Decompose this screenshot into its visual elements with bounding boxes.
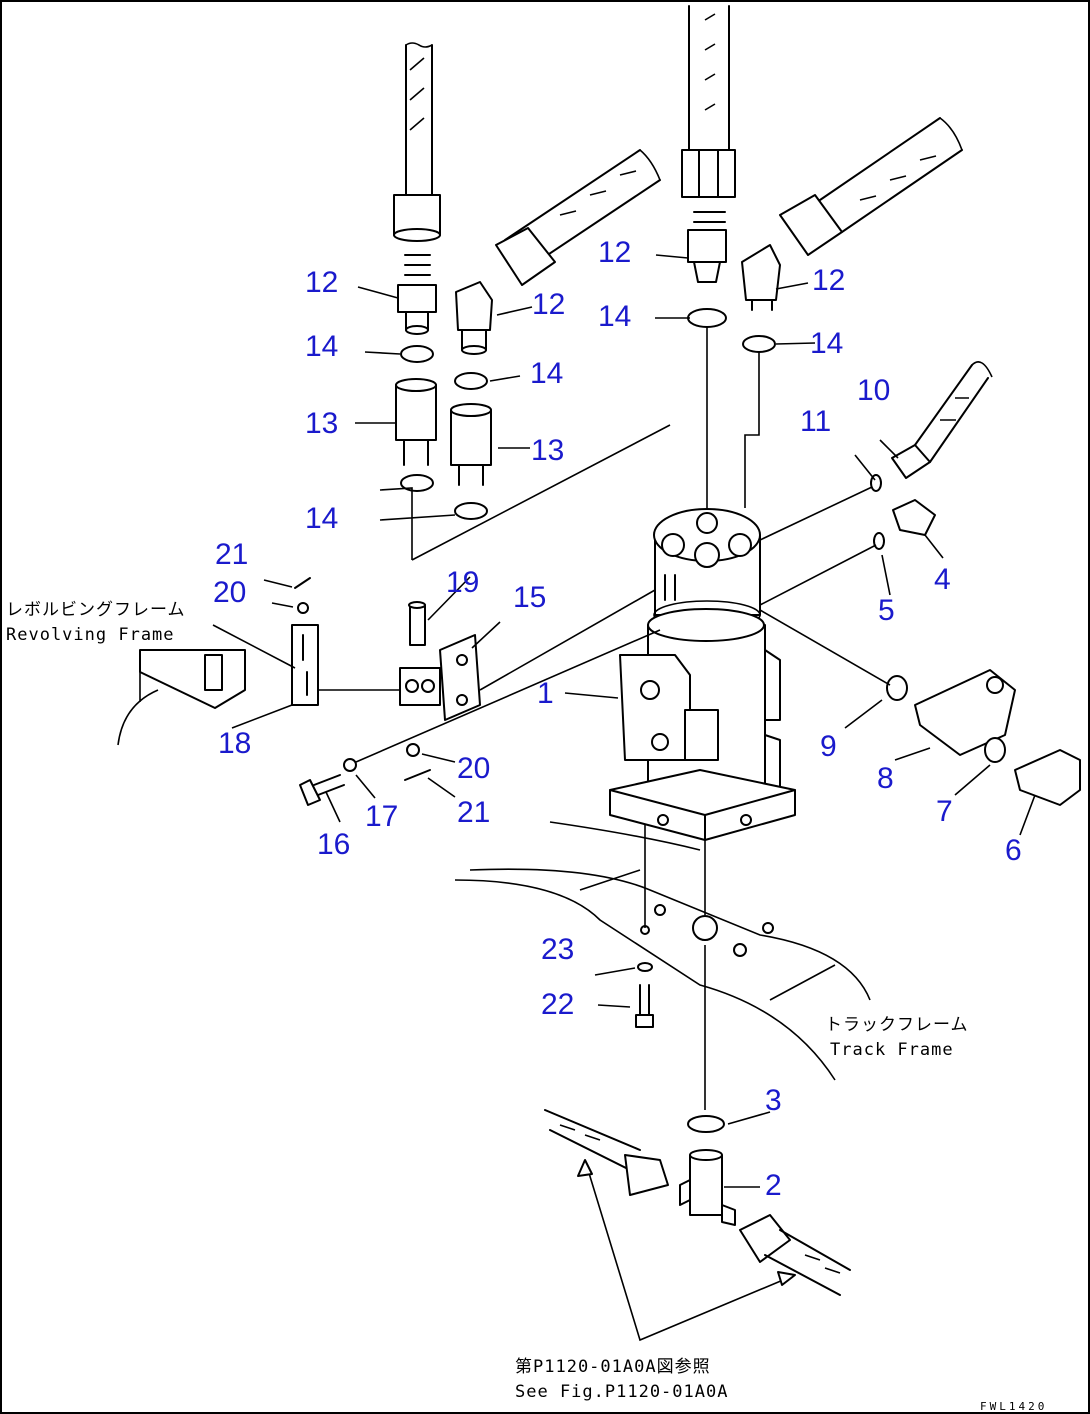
arrow-head-icon [577,1159,593,1177]
bracket-15 [399,634,481,721]
leader-lines [231,254,1036,1188]
callout-15: 15 [513,581,546,614]
callout-13: 13 [531,434,564,467]
o-ring-14-b [454,372,488,390]
callout-17: 17 [365,800,398,833]
callout-12: 12 [305,266,338,299]
callout-18: 18 [218,727,251,760]
elbow-fitting-12-left-b [455,281,493,355]
hose-upper-left [495,149,661,286]
track-frame-label-en: Track Frame [830,1040,954,1060]
elbow-6 [1014,749,1081,806]
o-ring-7 [984,737,1006,763]
left-hose-assembly [393,42,441,276]
washer-20-bottom [406,743,420,757]
lock-bar-18 [291,624,319,706]
guide-line [411,424,671,561]
callout-14: 14 [530,357,563,390]
see-figure-note-en: See Fig.P1120-01A0A [515,1382,728,1402]
guide-line [759,544,877,606]
callout-6: 6 [1005,834,1022,867]
center-swivel-joint [609,508,796,841]
callout-8: 8 [877,762,894,795]
callout-3: 3 [765,1084,782,1117]
callout-19: 19 [446,566,479,599]
revolving-frame-plate [117,649,246,746]
o-ring-3 [687,1115,725,1133]
guide-line [212,624,296,669]
hose-lower-left [544,1109,669,1196]
elbow-fitting-12-center [687,229,727,283]
washer-17 [343,758,357,772]
callout-10: 10 [857,374,890,407]
callout-12: 12 [532,288,565,321]
callout-12: 12 [598,236,631,269]
hose-upper-right [779,117,963,256]
callout-22: 22 [541,988,574,1021]
callout-4: 4 [934,563,951,596]
callout-20: 20 [213,576,246,609]
o-ring-14-f [742,335,776,353]
o-ring-14-c [400,474,434,492]
bolt-16 [299,774,345,806]
callout-1: 1 [537,677,554,710]
reference-arrow-lines [584,1159,796,1342]
guide-line [759,486,873,541]
cotter-pin-21-top [294,577,311,589]
callout-11: 11 [800,405,831,438]
guide-line [379,487,456,560]
callout-12: 12 [812,264,845,297]
callout-14: 14 [598,300,631,333]
o-ring-14-d [454,502,488,520]
revolving-frame-label-en: Revolving Frame [6,625,175,645]
center-hose [681,5,736,223]
drawing-code: FWL1420 [980,1400,1047,1413]
guide-line [744,352,760,508]
see-figure-note-jp: 第P1120-01A0A図参照 [515,1357,711,1377]
washer-23 [637,962,653,972]
adapter-13-b [450,403,492,486]
revolving-frame-label-jp: レボルビングフレーム [6,600,186,620]
track-frame [454,821,871,1110]
arrow-head-icon [777,1271,796,1286]
callout-20: 20 [457,752,490,785]
o-ring-5 [873,532,885,550]
callout-23: 23 [541,933,574,966]
guide-line [355,629,661,763]
track-frame-label-jp: トラックフレーム [825,1015,969,1035]
callout-21: 21 [215,538,248,571]
callout-9: 9 [820,730,837,763]
o-ring-14-a [400,345,434,363]
callout-21: 21 [457,796,490,829]
guide-line [759,609,891,686]
callout-16: 16 [317,828,350,861]
hose-lower-right [739,1214,851,1296]
elbow-fitting-12-right [741,244,781,311]
o-ring-9 [886,675,908,701]
bolt-22 [635,984,654,1028]
callout-14: 14 [305,330,338,363]
callout-14: 14 [305,502,338,535]
pin-19 [408,601,426,646]
callout-13: 13 [305,407,338,440]
elbow-2 [679,1149,736,1226]
valve-8 [914,669,1016,756]
callout-5: 5 [878,594,895,627]
elbow-fitting-12-left-a [397,284,437,335]
guide-line [479,589,656,691]
elbow-4 [892,499,936,536]
washer-20-top [297,602,309,614]
callout-2: 2 [765,1169,782,1202]
o-ring-14-e [687,308,727,328]
callout-7: 7 [936,795,953,828]
callout-14: 14 [810,327,843,360]
hose-right-10 [891,361,993,479]
adapter-13-a [395,378,437,466]
cotter-pin-21-bottom [404,769,431,781]
